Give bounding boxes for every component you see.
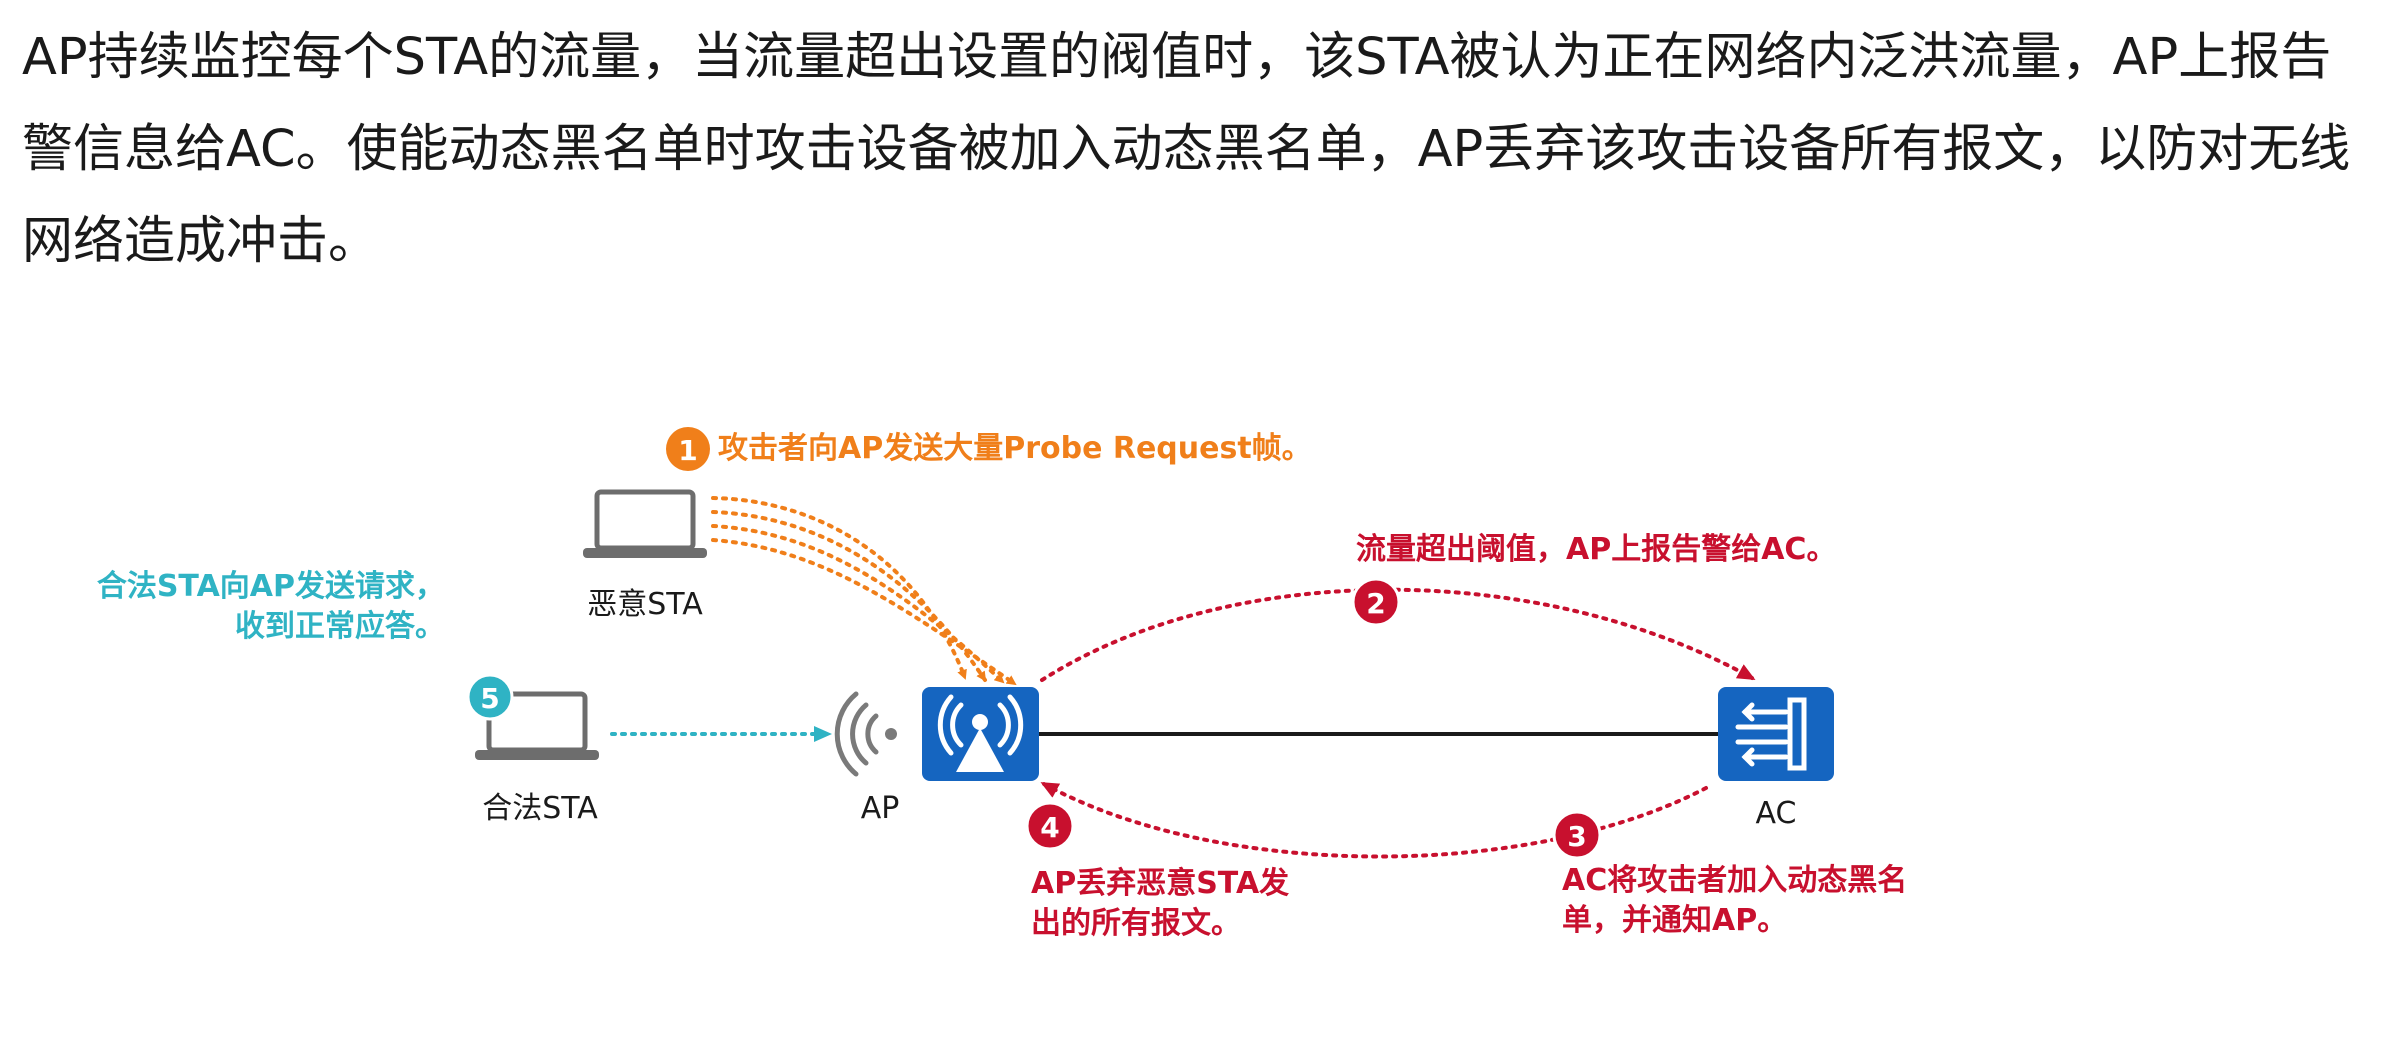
ac-device-icon — [1718, 687, 1834, 781]
wifi-signal-icon — [834, 691, 897, 777]
step-4-line-1: AP丢弃恶意STA发 — [1031, 866, 1289, 901]
notify-ap-arrow — [1040, 782, 1708, 859]
ap-label: AP — [861, 791, 900, 826]
legal-sta-laptop-icon — [475, 691, 599, 760]
ap-device-icon — [922, 687, 1039, 781]
malicious-sta-laptop-icon — [583, 489, 707, 558]
intro-paragraph: AP持续监控每个STA的流量，当流量超出设置的阀值时，该STA被认为正在网络内泛… — [22, 28, 2351, 271]
ac-label: AC — [1756, 796, 1797, 831]
svg-text:1: 1 — [678, 434, 697, 467]
svg-text:4: 4 — [1040, 811, 1059, 844]
step-5-line-1: 合法STA向AP发送请求， — [97, 569, 445, 604]
step-5-badge: 5 — [466, 673, 514, 721]
malicious-sta-label: 恶意STA — [587, 587, 703, 622]
step-3-line-1: AC将攻击者加入动态黑名 — [1562, 863, 1907, 898]
legal-sta-label: 合法STA — [482, 791, 598, 826]
svg-text:2: 2 — [1366, 587, 1385, 620]
step-4-line-2: 出的所有报文。 — [1031, 906, 1241, 941]
step-2-text: 流量超出阈值，AP上报告警给AC。 — [1356, 532, 1836, 567]
step-4-badge: 4 — [1025, 801, 1075, 851]
step-3-line-2: 单，并通知AP。 — [1562, 903, 1787, 938]
svg-text:5: 5 — [480, 682, 499, 715]
step-1-badge: 1 — [666, 427, 710, 471]
svg-text:3: 3 — [1567, 820, 1586, 853]
step-2-badge: 2 — [1351, 577, 1401, 627]
step-3-badge: 3 — [1552, 810, 1602, 860]
step-1-text: 攻击者向AP发送大量Probe Request帧。 — [718, 431, 1312, 466]
step-5-line-2: 收到正常应答。 — [235, 609, 445, 644]
attack-flood-arrows — [711, 496, 1017, 686]
